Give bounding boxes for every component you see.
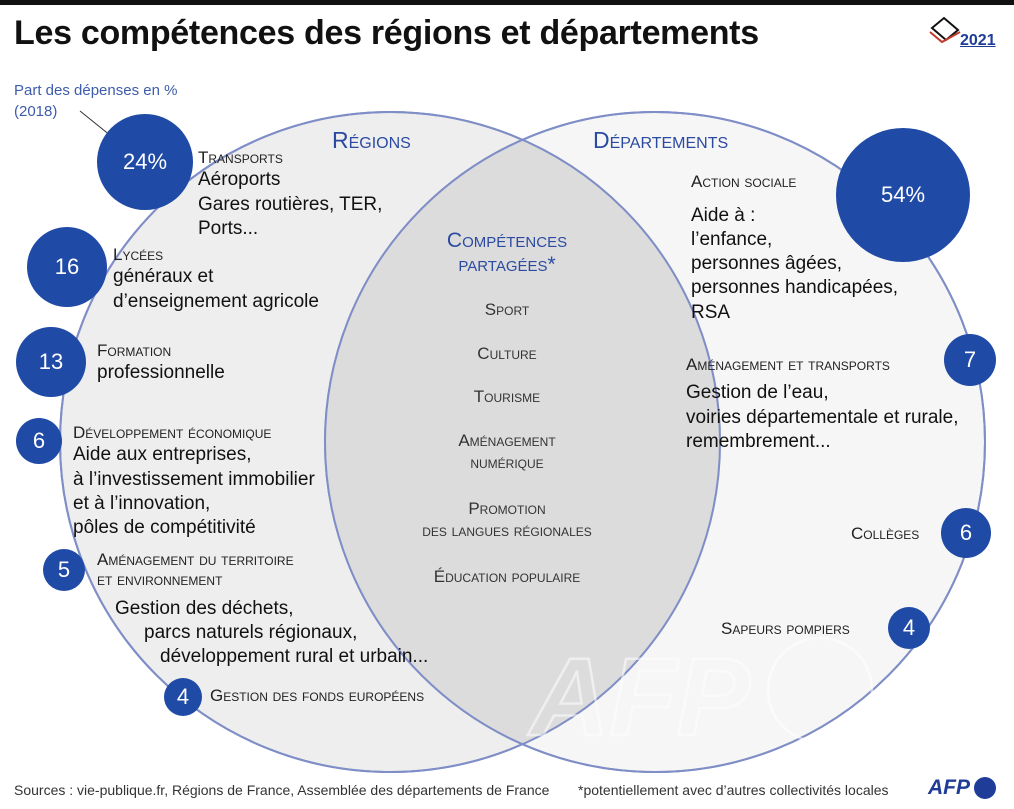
departements-amenagement-value: 7	[963, 347, 977, 372]
regions-dev-eco-value: 6	[32, 428, 46, 453]
departements-pompiers-value: 4	[902, 615, 916, 640]
shared-heading: Compétences partagées*	[402, 229, 612, 277]
regions-dev-eco-bubble	[16, 418, 62, 464]
regions-formation-bubble	[16, 327, 86, 397]
regions-amenagement-value: 5	[57, 557, 71, 582]
departements-colleges-label: Collèges	[851, 524, 920, 543]
shared-item-education: Éducation populaire	[433, 567, 581, 586]
afp-logo: AFP	[928, 776, 970, 799]
regions-lycees-bubble	[27, 227, 107, 307]
departements-pompiers-bubble	[888, 607, 930, 649]
departements-amenagement-bubble	[944, 334, 996, 386]
departements-action-sociale-bubble	[836, 128, 970, 262]
regions-dev-eco-label: Développement économique Aide aux entrep…	[73, 423, 315, 538]
regions-transports-value: 24%	[122, 149, 168, 174]
afp-logo-dot	[974, 777, 996, 799]
departements-amenagement-label: Aménagement et transports Gestion de l’e…	[686, 355, 959, 452]
regions-transports-label: Transports Aéroports Gares routières, TE…	[198, 148, 383, 239]
departements-action-sociale-label: Action sociale	[691, 172, 797, 191]
shared-heading-line-2: partagées*	[458, 253, 556, 277]
ballot-box-icon	[929, 16, 961, 44]
departements-pompiers-label: Sapeurs pompiers	[721, 619, 850, 638]
legend-note-line-1: Part des dépenses en %	[14, 82, 178, 99]
bubble-legend-note: Part des dépenses en % (2018)	[14, 80, 177, 122]
departements-action-sociale-details: Aide à : l’enfance, personnes âgées, per…	[691, 205, 899, 323]
regions-amenagement-detail-1: Gestion des déchets,	[115, 598, 294, 619]
regions-lycees-value: 16	[54, 254, 80, 279]
shared-area	[325, 112, 720, 772]
regions-fonds-label: Gestion des fonds européens	[210, 686, 425, 705]
regions-amenagement-label: Aménagement du territoire et environneme…	[97, 550, 294, 590]
afp-watermark: AFP	[526, 635, 874, 760]
regions-fonds-bubble	[164, 678, 202, 716]
departements-colleges-bubble	[941, 508, 991, 558]
year-badge: 2021	[960, 32, 996, 49]
top-rule	[0, 0, 1014, 5]
shared-item-tourisme: Tourisme	[473, 387, 541, 406]
category: Transports	[198, 148, 283, 167]
regions-formation-value: 13	[38, 349, 64, 374]
footer-sources: Sources : vie-publique.fr, Régions de Fr…	[14, 782, 550, 798]
departements-action-sociale-value: 54%	[880, 182, 926, 207]
footer-note: *potentiellement avec d’autres collectiv…	[578, 782, 889, 798]
legend-note-line-2: (2018)	[14, 103, 58, 120]
shared-item-langues: Promotion des langues régionales	[422, 499, 592, 541]
regions-lycees-label: Lycées généraux et d’enseignement agrico…	[113, 245, 319, 312]
regions-heading: Régions	[332, 127, 411, 153]
regions-transports-bubble	[97, 114, 193, 210]
shared-item-culture: Culture	[477, 344, 537, 363]
regions-amenagement-bubble	[43, 549, 85, 591]
svg-text:AFP: AFP	[527, 636, 751, 759]
regions-amenagement-detail-3: développement rural et urbain...	[160, 646, 429, 667]
shared-item-amenagement-numerique: Aménagement numérique	[458, 431, 556, 473]
regions-formation-label: Formation professionnelle	[97, 341, 225, 384]
departements-colleges-value: 6	[959, 520, 973, 545]
page-title: Les compétences des régions et départeme…	[14, 14, 759, 52]
regions-amenagement-detail-2: parcs naturels régionaux,	[144, 622, 358, 643]
departements-heading: Départements	[593, 127, 729, 153]
election-2021-logo: 2021	[928, 14, 1002, 54]
regions-fonds-value: 4	[176, 684, 190, 709]
shared-item-sport: Sport	[484, 300, 530, 319]
shared-heading-line-1: Compétences	[446, 229, 568, 252]
